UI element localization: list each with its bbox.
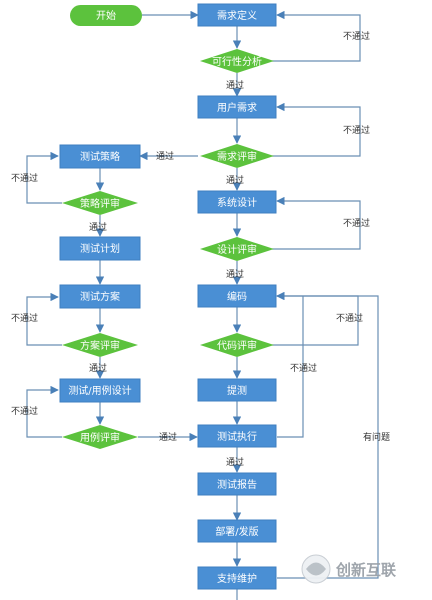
edge-label-pass-scheme: 通过: [89, 362, 107, 374]
edge-label-fail-case: 不通过: [11, 405, 38, 417]
node-test-strategy: 测试策略: [59, 144, 141, 169]
edge-label-fail-feasibility: 不通过: [343, 30, 370, 42]
node-test-plan-label: 测试计划: [80, 242, 120, 255]
node-support-maintenance: 支持维护: [197, 566, 277, 590]
edge-label-pass-req-to-strategy: 通过: [156, 150, 174, 162]
edge-label-fail-code-review: 不通过: [336, 312, 363, 324]
node-design-review-label: 设计评审: [217, 243, 257, 256]
node-code-review-label: 代码评审: [217, 339, 257, 352]
node-case-review: 用例评审: [62, 425, 138, 449]
node-case-review-label: 用例评审: [80, 431, 120, 444]
edge-label-fail-user-req: 不通过: [343, 124, 370, 136]
node-design-review: 设计评审: [200, 237, 274, 261]
edge-label-fail-scheme: 不通过: [11, 312, 38, 324]
edge-support-issue: [276, 291, 379, 579]
edge-case-review-fail: [26, 385, 62, 438]
edge-label-fail-system-design: 不通过: [343, 217, 370, 229]
node-strategy-review-label: 策略评审: [80, 197, 120, 210]
node-test-strategy-label: 测试策略: [80, 150, 120, 163]
edge-label-pass-strategy: 通过: [89, 221, 107, 233]
node-feasibility-analysis: 可行性分析: [200, 49, 274, 73]
node-requirement-review: 需求评审: [200, 144, 274, 168]
node-scheme-review-label: 方案评审: [80, 339, 120, 352]
edge-label-fail-code-review-2: 不通过: [290, 362, 317, 374]
node-scheme-review: 方案评审: [62, 333, 138, 357]
node-test-scheme: 测试方案: [59, 284, 141, 309]
node-system-design-label: 系统设计: [217, 196, 257, 209]
edge-label-pass-execution: 通过: [226, 456, 244, 468]
edge-label-fail-strategy: 不通过: [11, 172, 38, 184]
watermark-text: 创新互联: [335, 561, 397, 579]
node-coding-label: 编码: [227, 290, 247, 303]
edge-strategy-review-fail: [26, 151, 62, 204]
node-test-report: 测试报告: [197, 472, 277, 496]
edge-label-pass-req-down: 通过: [226, 174, 244, 186]
edge-label-pass-design-review: 通过: [226, 268, 244, 280]
node-feasibility-analysis-label: 可行性分析: [212, 55, 262, 68]
watermark: 创新互联: [301, 554, 397, 584]
edge-feasibility-fail: [272, 10, 361, 62]
node-test-scheme-label: 测试方案: [80, 290, 120, 303]
node-requirement-definition-label: 需求定义: [217, 9, 257, 22]
node-coding: 编码: [197, 284, 277, 308]
node-system-design: 系统设计: [197, 190, 277, 214]
node-test-execution: 测试执行: [197, 424, 277, 448]
node-requirement-review-label: 需求评审: [217, 150, 257, 163]
edge-scheme-review-fail: [26, 292, 62, 346]
connector-group: [26, 10, 379, 600]
edge-label-issue-found: 有问题: [363, 431, 390, 443]
node-user-requirement-label: 用户需求: [217, 101, 257, 114]
edge-label-pass-feasibility: 通过: [226, 79, 244, 91]
watermark-logo-mark-icon: [306, 562, 326, 576]
node-test-case-design-label: 测试/用例设计: [68, 384, 131, 397]
node-support-maintenance-label: 支持维护: [217, 572, 257, 585]
node-requirement-definition: 需求定义: [197, 3, 277, 27]
edge-design-review-fail: [272, 196, 361, 250]
node-code-review: 代码评审: [200, 333, 274, 357]
edge-label-group: 不通过 通过 不通过 通过 通过 不通过 通过 不通过 通过 不通过 通过 不通…: [11, 30, 390, 468]
edge-req-review-fail: [272, 102, 361, 157]
node-strategy-review: 策略评审: [62, 191, 138, 215]
node-test-report-label: 测试报告: [217, 478, 257, 491]
node-start: 开始: [70, 5, 142, 26]
node-deploy-release: 部署/发版: [197, 519, 277, 543]
node-submit-test-label: 提测: [227, 384, 247, 397]
node-deploy-release-label: 部署/发版: [215, 525, 258, 538]
node-user-requirement: 用户需求: [197, 95, 277, 119]
edge-execution-fail: [277, 296, 304, 438]
node-submit-test: 提测: [197, 378, 277, 402]
node-test-execution-label: 测试执行: [217, 430, 257, 443]
node-test-plan: 测试计划: [59, 236, 141, 261]
edge-label-pass-case-to-execution: 通过: [159, 431, 177, 443]
node-start-label: 开始: [96, 9, 116, 22]
node-test-case-design: 测试/用例设计: [59, 378, 141, 403]
